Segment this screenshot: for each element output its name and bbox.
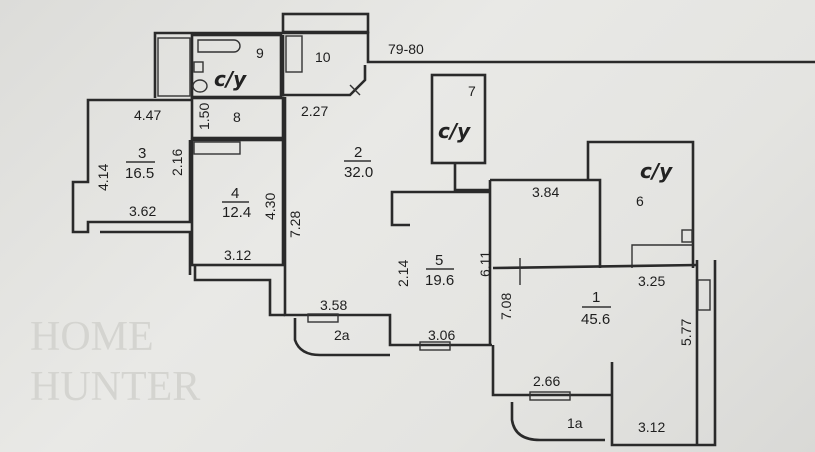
top-outer-wall [153, 31, 815, 98]
room-4-area: 12.4 [222, 204, 251, 221]
room-1-outer-wall [610, 260, 717, 447]
room-4-bottom-wall [193, 265, 285, 317]
room-8-number: 8 [233, 109, 241, 125]
bathtub-icon [197, 39, 241, 53]
walls [71, 12, 815, 447]
room-10-closet [285, 35, 303, 73]
room-9-mark: c/y [214, 67, 247, 91]
balcony-2a [293, 318, 390, 357]
room-10-walls [281, 35, 367, 97]
closet [157, 37, 191, 97]
room-7-niche [453, 163, 490, 192]
room-5-area: 19.6 [425, 272, 454, 289]
room-6-mark: c/y [640, 159, 673, 183]
dim-3-12-room1: 3.12 [638, 419, 665, 435]
top-storage [281, 12, 370, 34]
sink-icon [193, 61, 204, 73]
dim-2-27: 2.27 [301, 103, 328, 119]
room-1a-number: 1a [567, 415, 583, 431]
dim-3-12-room4: 3.12 [224, 247, 251, 263]
room-labels: c/y 9 10 8 c/y 7 c/y 6 3 16.5 4 12.4 2 3… [125, 41, 673, 431]
dim-2-14: 2.14 [395, 260, 411, 287]
room-8-walls [190, 96, 285, 140]
room-5-number: 5 [435, 252, 443, 269]
room-2-area: 32.0 [344, 164, 373, 181]
balcony-1a [510, 402, 605, 442]
room-5-window [419, 341, 451, 351]
dim-7-08: 7.08 [498, 293, 514, 320]
dim-4-47: 4.47 [134, 107, 161, 123]
watermark-line2: HUNTER [30, 364, 200, 410]
room-1-bottom-wall [491, 345, 612, 397]
dim-3-62: 3.62 [129, 203, 156, 219]
room-7-mark: c/y [438, 119, 471, 143]
room-2-number: 2 [354, 144, 362, 161]
watermark: HOME HUNTER [30, 314, 200, 410]
room-1-area: 45.6 [581, 311, 610, 328]
window-right [697, 279, 711, 311]
dim-3-58: 3.58 [320, 297, 347, 313]
dimension-labels: 4.47 1.50 2.27 4.14 2.16 3.62 4.30 7.28 … [95, 103, 694, 435]
room-3-walls [71, 98, 192, 234]
room-10-number: 10 [315, 49, 331, 65]
dim-4-30: 4.30 [262, 193, 278, 220]
room-7-walls [430, 73, 487, 165]
room-3-bottom-wall [100, 230, 192, 275]
room-6-number: 6 [636, 193, 644, 209]
room-1-number: 1 [592, 289, 600, 306]
room-9-number: 9 [256, 45, 264, 61]
room-6-niche [631, 244, 693, 268]
room-4-closet [193, 141, 241, 155]
dim-6-11: 6.11 [477, 251, 493, 277]
room-5-walls [390, 190, 490, 227]
toilet-icon [192, 79, 208, 93]
room-3-number: 3 [138, 145, 146, 162]
shaft [681, 229, 693, 243]
dim-3-06: 3.06 [428, 327, 455, 343]
dim-1-50: 1.50 [196, 103, 212, 130]
room-1-top-wall [492, 263, 698, 270]
room-384-walls [490, 178, 602, 268]
room-7-number: 7 [468, 83, 476, 99]
watermark-line1: HOME [30, 314, 154, 360]
vent-mark [349, 84, 361, 96]
room-4-number: 4 [231, 185, 239, 202]
dim-2-66: 2.66 [533, 373, 560, 389]
room-3-area: 16.5 [125, 165, 154, 182]
dim-7-28: 7.28 [287, 211, 303, 238]
balcony-1a-door [529, 391, 571, 401]
room-6-walls [586, 140, 695, 268]
dim-4-14: 4.14 [95, 164, 111, 191]
dim-3-84: 3.84 [532, 184, 559, 200]
balcony-2a-door [307, 313, 339, 323]
room-2a-number: 2a [334, 327, 350, 343]
stair-label: 79-80 [388, 41, 424, 57]
dim-2-16: 2.16 [169, 149, 185, 176]
dim-3-25: 3.25 [638, 273, 665, 289]
room-2-walls [283, 97, 492, 347]
dim-5-77: 5.77 [678, 319, 694, 346]
room-4-walls [190, 138, 285, 267]
